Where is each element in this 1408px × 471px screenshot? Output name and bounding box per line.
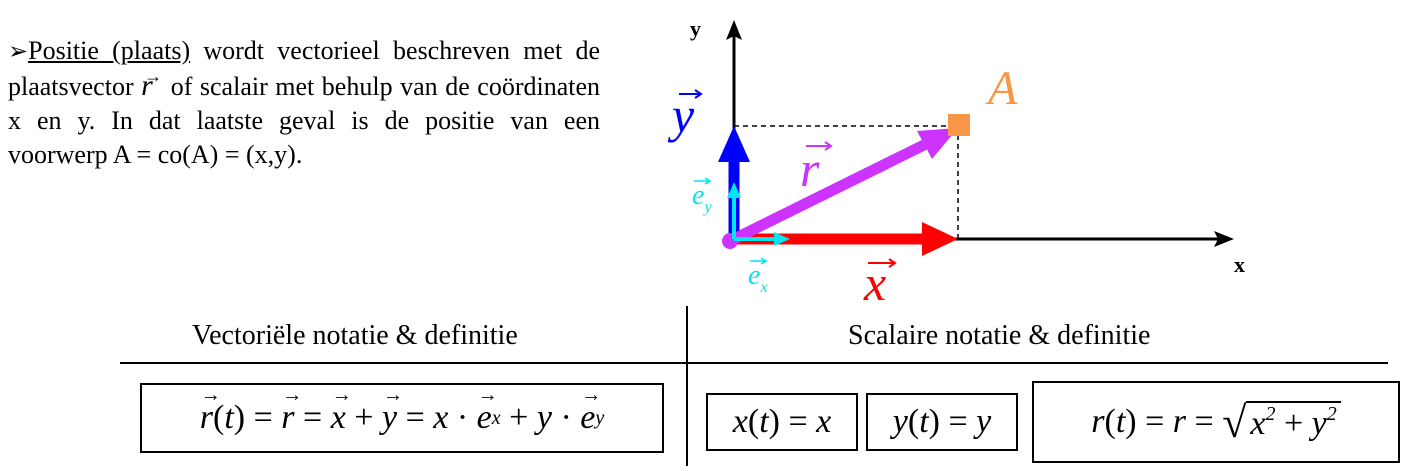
point-a-label: A: [985, 62, 1018, 115]
unit-vector-ex-arrowhead-icon: [774, 232, 790, 246]
vec-r-label: r: [800, 141, 820, 197]
vector-arrow-icon: →: [144, 66, 163, 86]
vec-y-label: y: [667, 87, 695, 143]
y-axis-arrowhead-icon: [726, 20, 742, 40]
vec-x-arrow-icon: [868, 258, 897, 268]
table-header-divider: [120, 362, 1388, 364]
axis-y-label: y: [690, 16, 701, 41]
formula-r-magnitude: r(t) = r = √x2 + y2: [1032, 381, 1400, 463]
header-vector-notation: Vectoriële notatie & definitie: [192, 320, 518, 351]
formula-y-definition: y(t) = y: [866, 393, 1018, 451]
unit-ey-label: ey: [692, 180, 712, 216]
paragraph-text-1: wordt vectorieel beschreven met de plaat…: [8, 36, 600, 101]
x-axis-arrowhead-icon: [1214, 231, 1234, 247]
vec-y-arrow-icon: [679, 89, 703, 99]
y-vector-arrowhead-icon: [718, 126, 750, 162]
unit-ey-arrow-icon: [694, 177, 712, 185]
description-paragraph: ➢Positie (plaats) wordt vectorieel besch…: [8, 34, 600, 172]
vector-letter: r: [141, 69, 153, 102]
bullet-arrow-icon: ➢: [8, 39, 29, 65]
header-scalar-notation: Scalaire notatie & definitie: [848, 320, 1151, 351]
position-vector-symbol: →r: [141, 66, 163, 103]
position-term: Positie (plaats): [28, 36, 191, 65]
table-column-divider: [686, 306, 688, 466]
r-vector-arrowhead-icon: [917, 128, 958, 159]
r-vector: [731, 138, 931, 244]
x-vector-arrowhead-icon: [922, 222, 958, 256]
unit-ex-arrow-icon: [750, 257, 768, 265]
vec-r-arrow-icon: [806, 141, 833, 151]
formula-x-definition: x(t) = x: [706, 393, 858, 451]
unit-ex-label: ex: [748, 260, 768, 296]
vec-x-label: x: [863, 255, 886, 311]
axis-x-label: x: [1234, 252, 1245, 277]
point-a-marker: [948, 114, 970, 136]
paragraph-text-2: of scalair met behulp van de coördinaten…: [8, 72, 601, 169]
formula-vector-definition: r→(t) = r→ = x→ + y→ = x · e→x + y · e→y: [140, 383, 664, 453]
unit-vector-ey-arrowhead-icon: [727, 182, 741, 198]
